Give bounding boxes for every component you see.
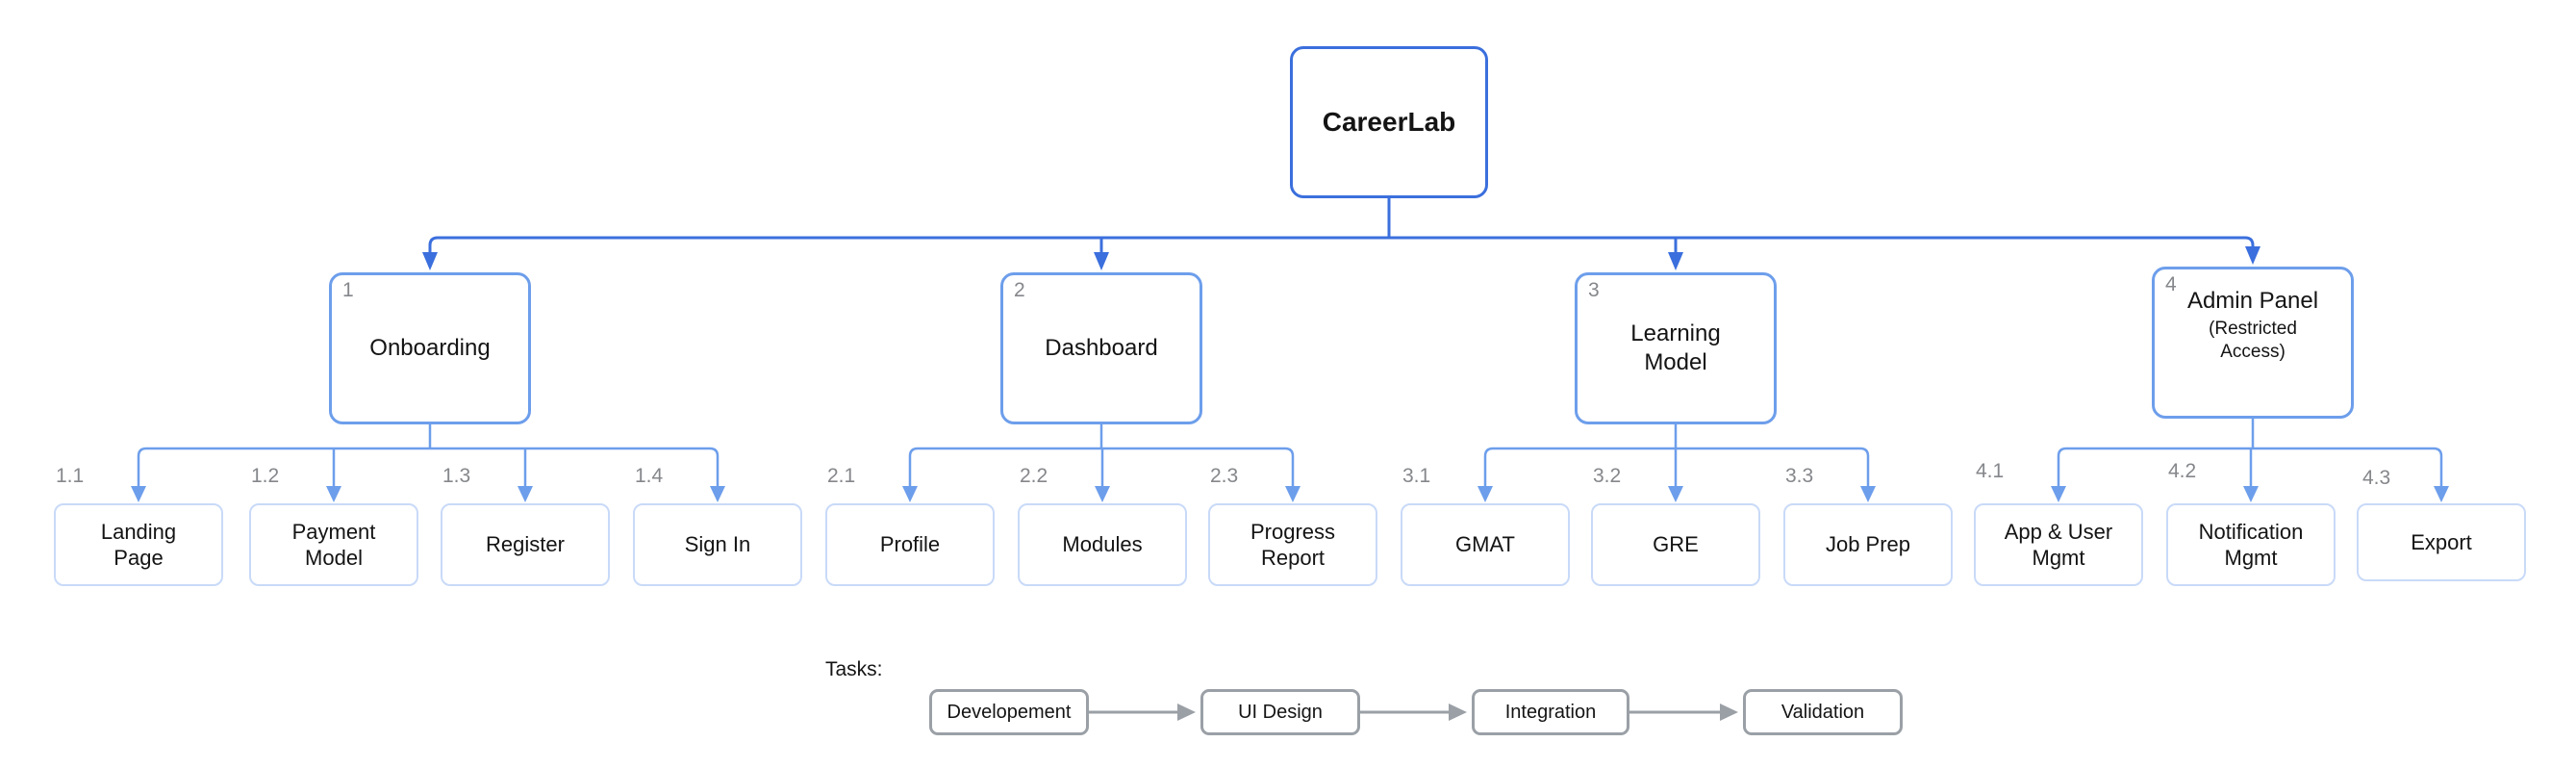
arrowhead-icon bbox=[2245, 246, 2260, 265]
node-label: Profile bbox=[879, 532, 941, 557]
node-number: 3.3 bbox=[1785, 465, 1814, 487]
node-landing-page[interactable]: Landing Page bbox=[54, 503, 223, 586]
node-label: Onboarding bbox=[369, 335, 491, 361]
node-label: Sign In bbox=[684, 532, 751, 557]
node-number: 1.4 bbox=[635, 465, 664, 487]
arrowhead-icon bbox=[1477, 486, 1493, 502]
node-learning-model[interactable]: 3 Learning Model bbox=[1575, 272, 1777, 424]
arrowhead-icon bbox=[1095, 486, 1110, 502]
node-label: Dashboard bbox=[1045, 335, 1158, 361]
task-integration[interactable]: Integration bbox=[1472, 689, 1629, 735]
node-app-user-mgmt[interactable]: App & User Mgmt bbox=[1974, 503, 2143, 586]
task-label: Developement bbox=[947, 701, 1072, 723]
node-label: Admin Panel bbox=[2186, 288, 2319, 314]
tasks-label: Tasks: bbox=[825, 658, 883, 680]
node-label: Payment Model bbox=[291, 519, 376, 571]
node-profile[interactable]: Profile bbox=[825, 503, 995, 586]
node-admin-panel[interactable]: 4 Admin Panel (Restricted Access) bbox=[2152, 267, 2354, 419]
node-label: App & User Mgmt bbox=[2004, 519, 2113, 571]
node-payment-model[interactable]: Payment Model bbox=[249, 503, 418, 586]
node-number: 3 bbox=[1588, 279, 1600, 301]
node-number: 1 bbox=[342, 279, 354, 301]
arrowhead-icon bbox=[1177, 704, 1196, 721]
node-label: Learning Model bbox=[1630, 320, 1721, 375]
node-number: 3.1 bbox=[1402, 465, 1431, 487]
node-job-prep[interactable]: Job Prep bbox=[1783, 503, 1953, 586]
node-number: 4.3 bbox=[2362, 467, 2391, 489]
node-number: 1.3 bbox=[442, 465, 471, 487]
node-label: Register bbox=[486, 532, 565, 557]
task-label: UI Design bbox=[1238, 701, 1323, 723]
node-gre[interactable]: GRE bbox=[1591, 503, 1760, 586]
node-number: 3.2 bbox=[1593, 465, 1622, 487]
node-number: 2.1 bbox=[827, 465, 856, 487]
task-flow-arrows bbox=[1089, 704, 1738, 721]
arrowhead-icon bbox=[1285, 486, 1301, 502]
node-label: Landing Page bbox=[100, 519, 177, 571]
node-number: 4.1 bbox=[1976, 460, 2005, 482]
node-careerlab[interactable]: CareerLab bbox=[1290, 46, 1488, 198]
node-label: Modules bbox=[1062, 532, 1143, 557]
arrowhead-icon bbox=[2243, 486, 2259, 502]
node-number: 2.2 bbox=[1020, 465, 1048, 487]
node-number: 2.3 bbox=[1210, 465, 1239, 487]
onboarding-connectors bbox=[131, 424, 725, 502]
node-number: 1.1 bbox=[56, 465, 85, 487]
node-label: GRE bbox=[1653, 532, 1699, 557]
task-ui-design[interactable]: UI Design bbox=[1200, 689, 1360, 735]
node-number: 4.2 bbox=[2168, 460, 2197, 482]
arrowhead-icon bbox=[1668, 252, 1683, 270]
node-label: Job Prep bbox=[1825, 532, 1911, 557]
node-register[interactable]: Register bbox=[441, 503, 610, 586]
node-dashboard[interactable]: 2 Dashboard bbox=[1000, 272, 1202, 424]
arrowhead-icon bbox=[422, 252, 438, 270]
node-progress-report[interactable]: Progress Report bbox=[1208, 503, 1377, 586]
root-connectors bbox=[422, 198, 2260, 270]
arrowhead-icon bbox=[518, 486, 533, 502]
node-gmat[interactable]: GMAT bbox=[1401, 503, 1570, 586]
arrowhead-icon bbox=[1094, 252, 1109, 270]
node-sublabel: (Restricted Access) bbox=[2209, 319, 2297, 362]
node-number: 1.2 bbox=[251, 465, 280, 487]
arrowhead-icon bbox=[1860, 486, 1876, 502]
arrowhead-icon bbox=[902, 486, 918, 502]
arrowhead-icon bbox=[2051, 486, 2066, 502]
node-label: Export bbox=[2411, 529, 2472, 554]
arrowhead-icon bbox=[326, 486, 341, 502]
node-label: Progress Report bbox=[1250, 519, 1336, 571]
node-label: GMAT bbox=[1455, 532, 1515, 557]
admin-panel-connectors bbox=[2051, 419, 2449, 502]
arrowhead-icon bbox=[1720, 704, 1738, 721]
task-validation[interactable]: Validation bbox=[1743, 689, 1903, 735]
arrowhead-icon bbox=[710, 486, 725, 502]
node-notification-mgmt[interactable]: Notification Mgmt bbox=[2166, 503, 2336, 586]
learning-model-connectors bbox=[1477, 424, 1876, 502]
node-number: 2 bbox=[1014, 279, 1025, 301]
arrowhead-icon bbox=[131, 486, 146, 502]
node-export[interactable]: Export bbox=[2357, 503, 2526, 581]
task-label: Integration bbox=[1504, 701, 1597, 723]
dashboard-connectors bbox=[902, 424, 1301, 502]
node-number: 4 bbox=[2165, 273, 2177, 295]
node-label: Notification Mgmt bbox=[2198, 519, 2304, 571]
node-onboarding[interactable]: 1 Onboarding bbox=[329, 272, 531, 424]
task-label: Validation bbox=[1780, 701, 1865, 723]
node-modules[interactable]: Modules bbox=[1018, 503, 1187, 586]
node-sign-in[interactable]: Sign In bbox=[633, 503, 802, 586]
task-developement[interactable]: Developement bbox=[929, 689, 1089, 735]
arrowhead-icon bbox=[1449, 704, 1467, 721]
node-label: CareerLab bbox=[1322, 107, 1456, 137]
arrowhead-icon bbox=[1668, 486, 1683, 502]
arrowhead-icon bbox=[2434, 486, 2449, 502]
